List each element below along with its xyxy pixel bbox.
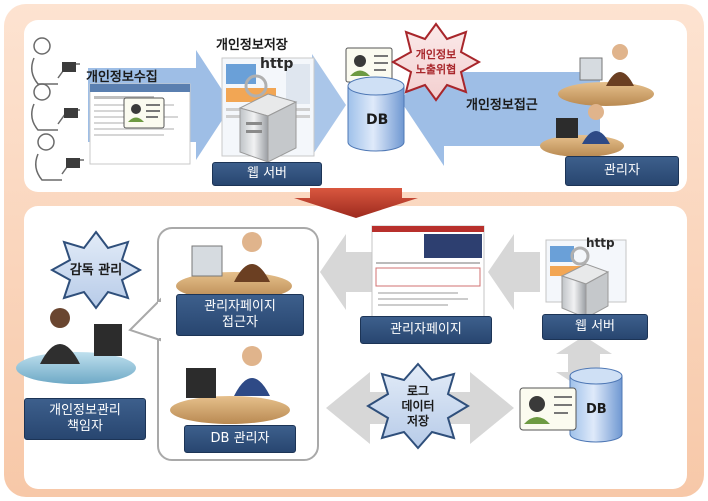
chief-line1: 개인정보관리	[49, 403, 121, 418]
gray-arrow-left	[320, 234, 372, 310]
collect-webpage	[89, 83, 191, 165]
admin-desk-icon	[558, 44, 654, 106]
bottom-db-label: DB	[586, 402, 607, 417]
accessor-line1: 관리자페이지	[204, 299, 276, 314]
db-admin-box: DB 관리자	[184, 425, 296, 453]
chief-desk-icon	[16, 308, 136, 384]
bottom-web-server-box: 웹 서버	[542, 314, 648, 340]
admin-page-box: 관리자페이지	[360, 316, 492, 344]
store-label: 개인정보저장	[216, 38, 288, 53]
collect-label: 개인정보수집	[86, 70, 158, 85]
id-card-icon	[519, 387, 577, 431]
user-laptop-icon	[31, 37, 80, 85]
supervise-star	[49, 230, 143, 310]
bottom-http-label: http	[586, 236, 615, 250]
log-star-line1: 로그	[406, 384, 430, 398]
risk-star-line2: 노출위협	[415, 63, 457, 76]
user-laptop-icon	[31, 83, 80, 131]
user-laptop-icon	[35, 133, 84, 181]
top-admin-box: 관리자	[565, 156, 679, 186]
supervise-star-text: 감독 관리	[69, 263, 123, 278]
log-star-line3: 저장	[406, 414, 430, 428]
db-label: DB	[366, 112, 389, 128]
id-card-icon	[345, 47, 393, 83]
db-cylinder-icon	[569, 367, 623, 443]
access-label: 개인정보접근	[466, 98, 538, 113]
risk-star-text: 개인정보 노출위협	[402, 47, 470, 77]
risk-star	[390, 22, 482, 102]
db-admin-desk-icon	[170, 346, 290, 424]
risk-star-line1: 개인정보	[415, 48, 457, 61]
accessor-desk-icon	[176, 232, 292, 300]
gray-arrow-left	[488, 234, 540, 310]
accessor-box: 관리자페이지 접근자	[176, 294, 304, 336]
db-cylinder-icon	[347, 76, 405, 152]
id-card-icon	[123, 97, 165, 129]
log-star-text: 로그 데이터 저장	[384, 384, 452, 429]
server-icon	[560, 263, 610, 319]
admin-page-screenshot	[371, 225, 485, 325]
accessor-line2: 접근자	[222, 315, 258, 330]
top-web-server-box: 웹 서버	[212, 162, 322, 186]
admin-desk-icon	[540, 104, 624, 157]
chief-line2: 책임자	[67, 419, 103, 434]
log-star	[366, 362, 470, 450]
server-icon	[238, 74, 298, 163]
flow-down-arrow	[294, 188, 418, 218]
log-star-line2: 데이터	[401, 399, 435, 413]
chief-box: 개인정보관리 책임자	[24, 398, 146, 440]
http-label: http	[260, 56, 294, 72]
